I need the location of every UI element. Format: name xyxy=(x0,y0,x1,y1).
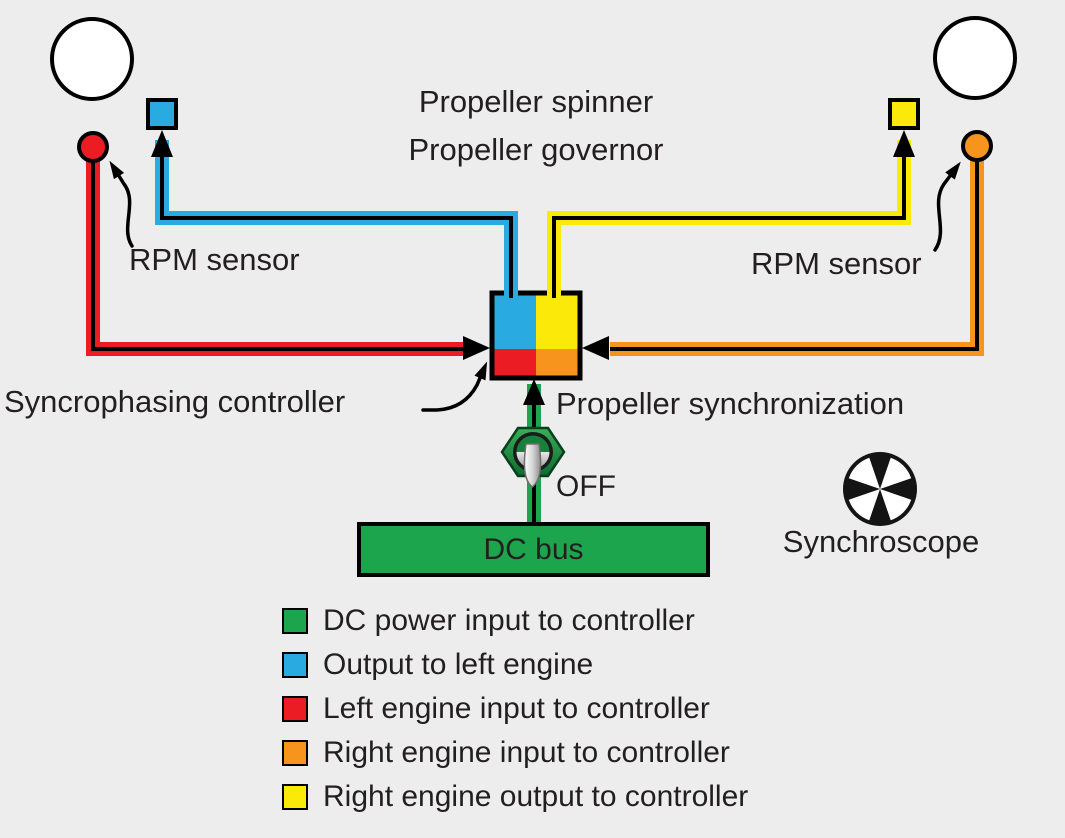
wire-right-engine-output-core xyxy=(552,138,906,298)
switch-state-label: OFF xyxy=(556,470,616,503)
wire-right-engine-input-core xyxy=(610,158,979,351)
syncrophasing-controller-label: Syncrophasing controller xyxy=(4,384,346,419)
legend-item-right-output: Right engine output to controller xyxy=(282,775,748,818)
left-governor-box xyxy=(146,98,178,130)
legend-label: Right engine output to controller xyxy=(323,779,749,813)
right-propeller-spinner-circle xyxy=(933,16,1017,100)
legend-swatch-yellow xyxy=(282,783,308,810)
synchroscope-wedge xyxy=(848,489,880,521)
controller-box xyxy=(489,290,583,381)
legend-item-output-left: Output to left engine xyxy=(282,643,748,686)
legend-swatch-orange xyxy=(282,739,308,766)
legend-swatch-green xyxy=(282,607,308,634)
legend-item-right-input: Right engine input to controller xyxy=(282,731,748,774)
wire-left-engine-input-core xyxy=(91,158,464,351)
propeller-spinner-governor-label: Propeller spinner Propeller governor xyxy=(336,78,736,174)
legend-label: Right engine input to controller xyxy=(323,735,730,769)
propeller-governor-label: Propeller governor xyxy=(408,132,664,167)
switch-lever xyxy=(523,443,542,488)
legend-label: Output to left engine xyxy=(323,647,594,681)
propeller-spinner-label: Propeller spinner xyxy=(418,84,654,119)
dc-bus-label: DC bus xyxy=(483,532,584,566)
arrow-dc-power-into-controller xyxy=(523,379,545,405)
synchroscope-icon xyxy=(843,452,917,526)
synchroscope-label: Synchroscope xyxy=(782,524,980,559)
synchroscope-wedge xyxy=(880,457,912,489)
legend-item-dc-power: DC power input to controller xyxy=(282,599,748,642)
arrow-into-right-governor xyxy=(893,130,915,157)
legend-label: DC power input to controller xyxy=(323,603,695,637)
synchroscope-wedge xyxy=(848,457,880,489)
right-governor-box xyxy=(888,98,920,130)
propeller-synchronization-label: Propeller synchronization xyxy=(556,386,905,421)
controller-pointer-arrow xyxy=(421,361,488,412)
synchroscope-wedge xyxy=(880,489,912,521)
power-switch xyxy=(500,426,566,488)
legend-swatch-blue xyxy=(282,651,308,678)
legend-item-left-input: Left engine input to controller xyxy=(282,687,748,730)
arrow-into-left-governor xyxy=(151,130,173,157)
arrow-left-input-into-controller xyxy=(463,336,490,360)
legend: DC power input to controller Output to l… xyxy=(282,599,748,819)
controller-quadrant-orange xyxy=(536,349,582,380)
left-rpm-sensor-dot xyxy=(77,131,109,163)
wire-output-left-engine-core xyxy=(160,138,513,298)
legend-swatch-red xyxy=(282,695,308,722)
controller-border xyxy=(489,290,583,381)
left-propeller-spinner-circle xyxy=(50,17,134,101)
controller-quadrant-blue xyxy=(490,291,536,349)
controller-quadrant-yellow xyxy=(536,291,582,349)
legend-label: Left engine input to controller xyxy=(323,691,710,725)
right-rpm-sensor-dot xyxy=(961,130,993,162)
controller-quadrant-red xyxy=(490,349,536,380)
rpm-sensor-left-pointer-arrow xyxy=(109,160,134,248)
arrow-right-input-into-controller xyxy=(582,336,609,360)
rpm-sensor-right-label: RPM sensor xyxy=(751,246,922,281)
dc-bus-box xyxy=(357,522,710,577)
rpm-sensor-right-pointer-arrow xyxy=(933,161,961,252)
rpm-sensor-left-label: RPM sensor xyxy=(129,242,300,277)
